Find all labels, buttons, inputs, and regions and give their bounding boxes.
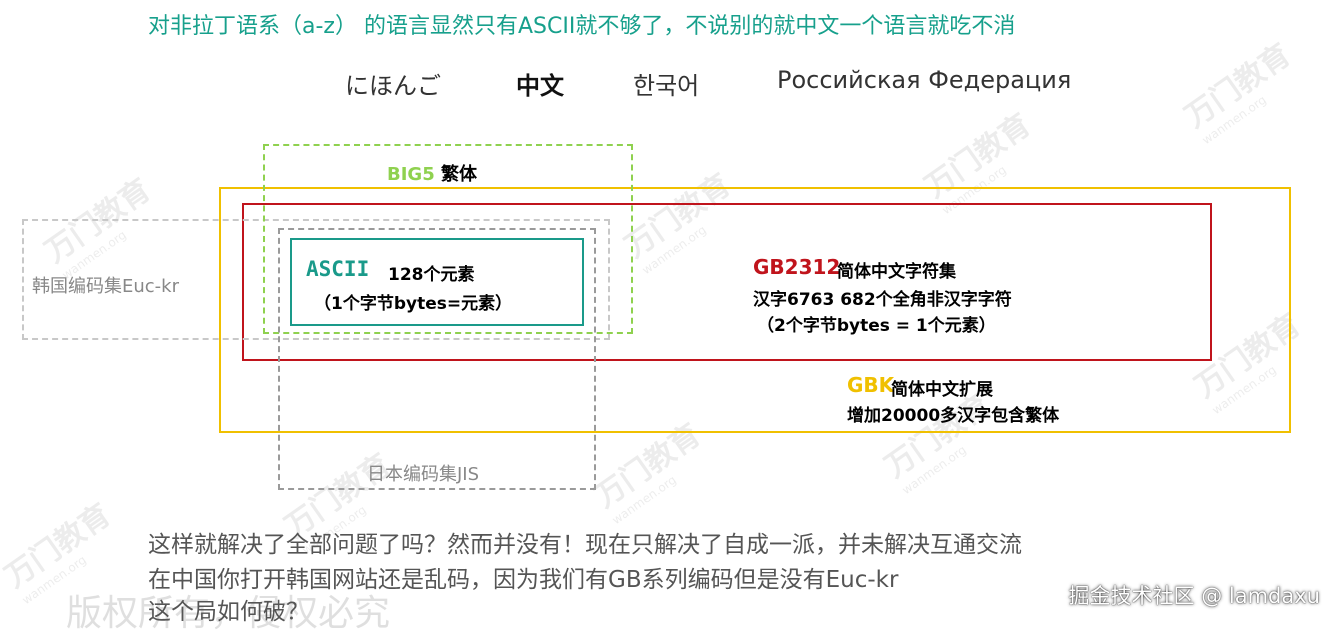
question-line: 这样就解决了全部问题了吗？然而并没有！现在只解决了自成一派，并未解决互通交流: [148, 532, 1022, 558]
language-japanese: にほんご: [345, 72, 441, 100]
euckr-box: [22, 219, 610, 340]
question-line: 在中国你打开韩国网站还是乱码，因为我们有GB系列编码但是没有Euc-kr: [148, 567, 899, 593]
credit-watermark: 掘金技术社区 @ lamdaxu: [1068, 584, 1320, 608]
big5-name: BIG5: [387, 164, 435, 185]
question-line: 这个局如何破？: [148, 599, 309, 625]
big5-desc: 繁体: [434, 164, 477, 185]
big5-box: [263, 144, 633, 334]
gb2312-detail: 汉字6763 682个全角非汉字字符: [753, 290, 1012, 310]
big5-label: BIG5 繁体: [387, 160, 477, 186]
gbk-name: GBK: [847, 373, 895, 397]
ascii-count: 128个元素: [388, 265, 475, 285]
ascii-note: （1个字节bytes=元素）: [314, 294, 513, 314]
jis-label: 日本编码集JIS: [367, 464, 480, 485]
language-korean: 한국어: [633, 72, 700, 100]
gbk-detail: 增加20000多汉字包含繁体: [847, 406, 1060, 426]
ascii-box: [290, 238, 584, 326]
gbk-box: [219, 187, 1291, 433]
gb2312-box: [242, 203, 1212, 361]
euckr-label: 韩国编码集Euc-kr: [32, 276, 179, 297]
ascii-name: ASCII: [306, 257, 370, 281]
language-russian: Российская Федерация: [777, 66, 1072, 94]
jis-box: [278, 228, 596, 490]
gb2312-note: （2个字节bytes = 1个元素）: [757, 316, 996, 336]
page-title: 对非拉丁语系（a-z） 的语言显然只有ASCII就不够了，不说别的就中文一个语言…: [148, 14, 1016, 39]
gbk-desc: 简体中文扩展: [891, 380, 993, 400]
gb2312-desc: 简体中文字符集: [837, 262, 956, 282]
gb2312-name: GB2312: [753, 255, 841, 279]
language-chinese: 中文: [516, 72, 564, 100]
